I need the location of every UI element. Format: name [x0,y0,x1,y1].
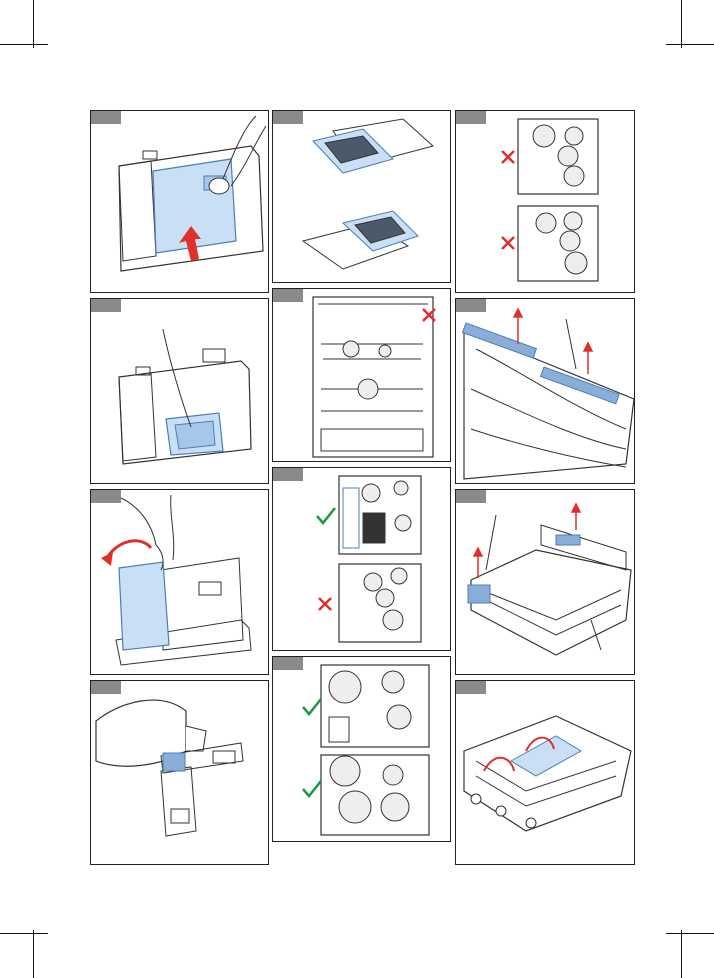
panel-detergent-dispenser [90,110,269,293]
panel-upper-rack-wrong [455,110,635,293]
panel-dishwasher-front [272,288,451,462]
upper-rack-illustration [456,111,635,293]
check-icon [317,508,335,523]
cross-icon [502,151,514,163]
cutlery-drawer-illustration [273,111,451,283]
rack-height-illustration [456,490,635,675]
panel-pour-rinse-aid [90,680,269,865]
crop-mark-bottom-right-v [681,930,682,978]
panel-lower-rack-plates [272,656,451,842]
check-icon [303,781,321,796]
pour-rinse-aid-illustration [91,681,269,865]
check-icon [303,699,321,714]
lower-rack-plates-illustration [273,657,451,842]
detergent-dispenser-illustration [91,111,269,293]
panel-lower-rack-tines [455,680,635,865]
panel-lid-flip [90,489,269,675]
crop-mark-top-left-v [33,0,34,48]
rack-spikes-illustration [456,299,635,484]
lid-flip-illustration [91,490,269,675]
dishwasher-front-illustration [273,289,451,462]
crop-mark-top-left-h [0,44,48,45]
lower-rack-tines-illustration [456,681,635,865]
cross-icon [319,598,331,610]
crop-mark-bottom-left-h [0,933,48,934]
rinse-aid-illustration [91,299,269,484]
cross-icon [502,237,514,249]
crop-mark-bottom-left-v [33,930,34,978]
panel-lower-rack-loading [272,467,451,651]
crop-mark-bottom-right-h [666,933,714,934]
panel-rack-spikes [455,298,635,484]
panel-rack-height [455,489,635,675]
panel-rinse-aid-compartment [90,298,269,484]
crop-mark-top-right-h [666,44,714,45]
crop-mark-top-right-v [681,0,682,48]
lower-rack-loading-illustration [273,468,451,651]
panel-cutlery-drawer [272,110,451,283]
